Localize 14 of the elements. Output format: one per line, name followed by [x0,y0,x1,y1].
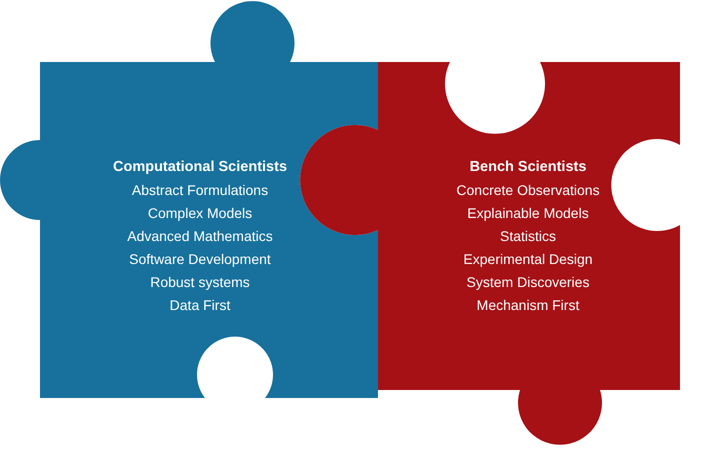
list-item: System Discoveries [466,273,590,292]
heading: Computational Scientists [112,158,288,177]
list-item: Software Development [129,250,271,269]
list-item: Advanced Mathematics [127,227,273,246]
list-item: Experimental Design [463,250,593,269]
list-item: Explainable Models [467,204,589,223]
list-item: Robust systems [150,273,250,292]
list-item: Mechanism First [476,296,580,315]
heading: Bench Scientists [470,158,586,177]
list-item: Complex Models [148,204,252,223]
list-item: Abstract Formulations [132,181,268,200]
list-item: Data First [170,296,230,315]
list-item: Concrete Observations [456,181,600,200]
list-item: Statistics [500,227,556,246]
